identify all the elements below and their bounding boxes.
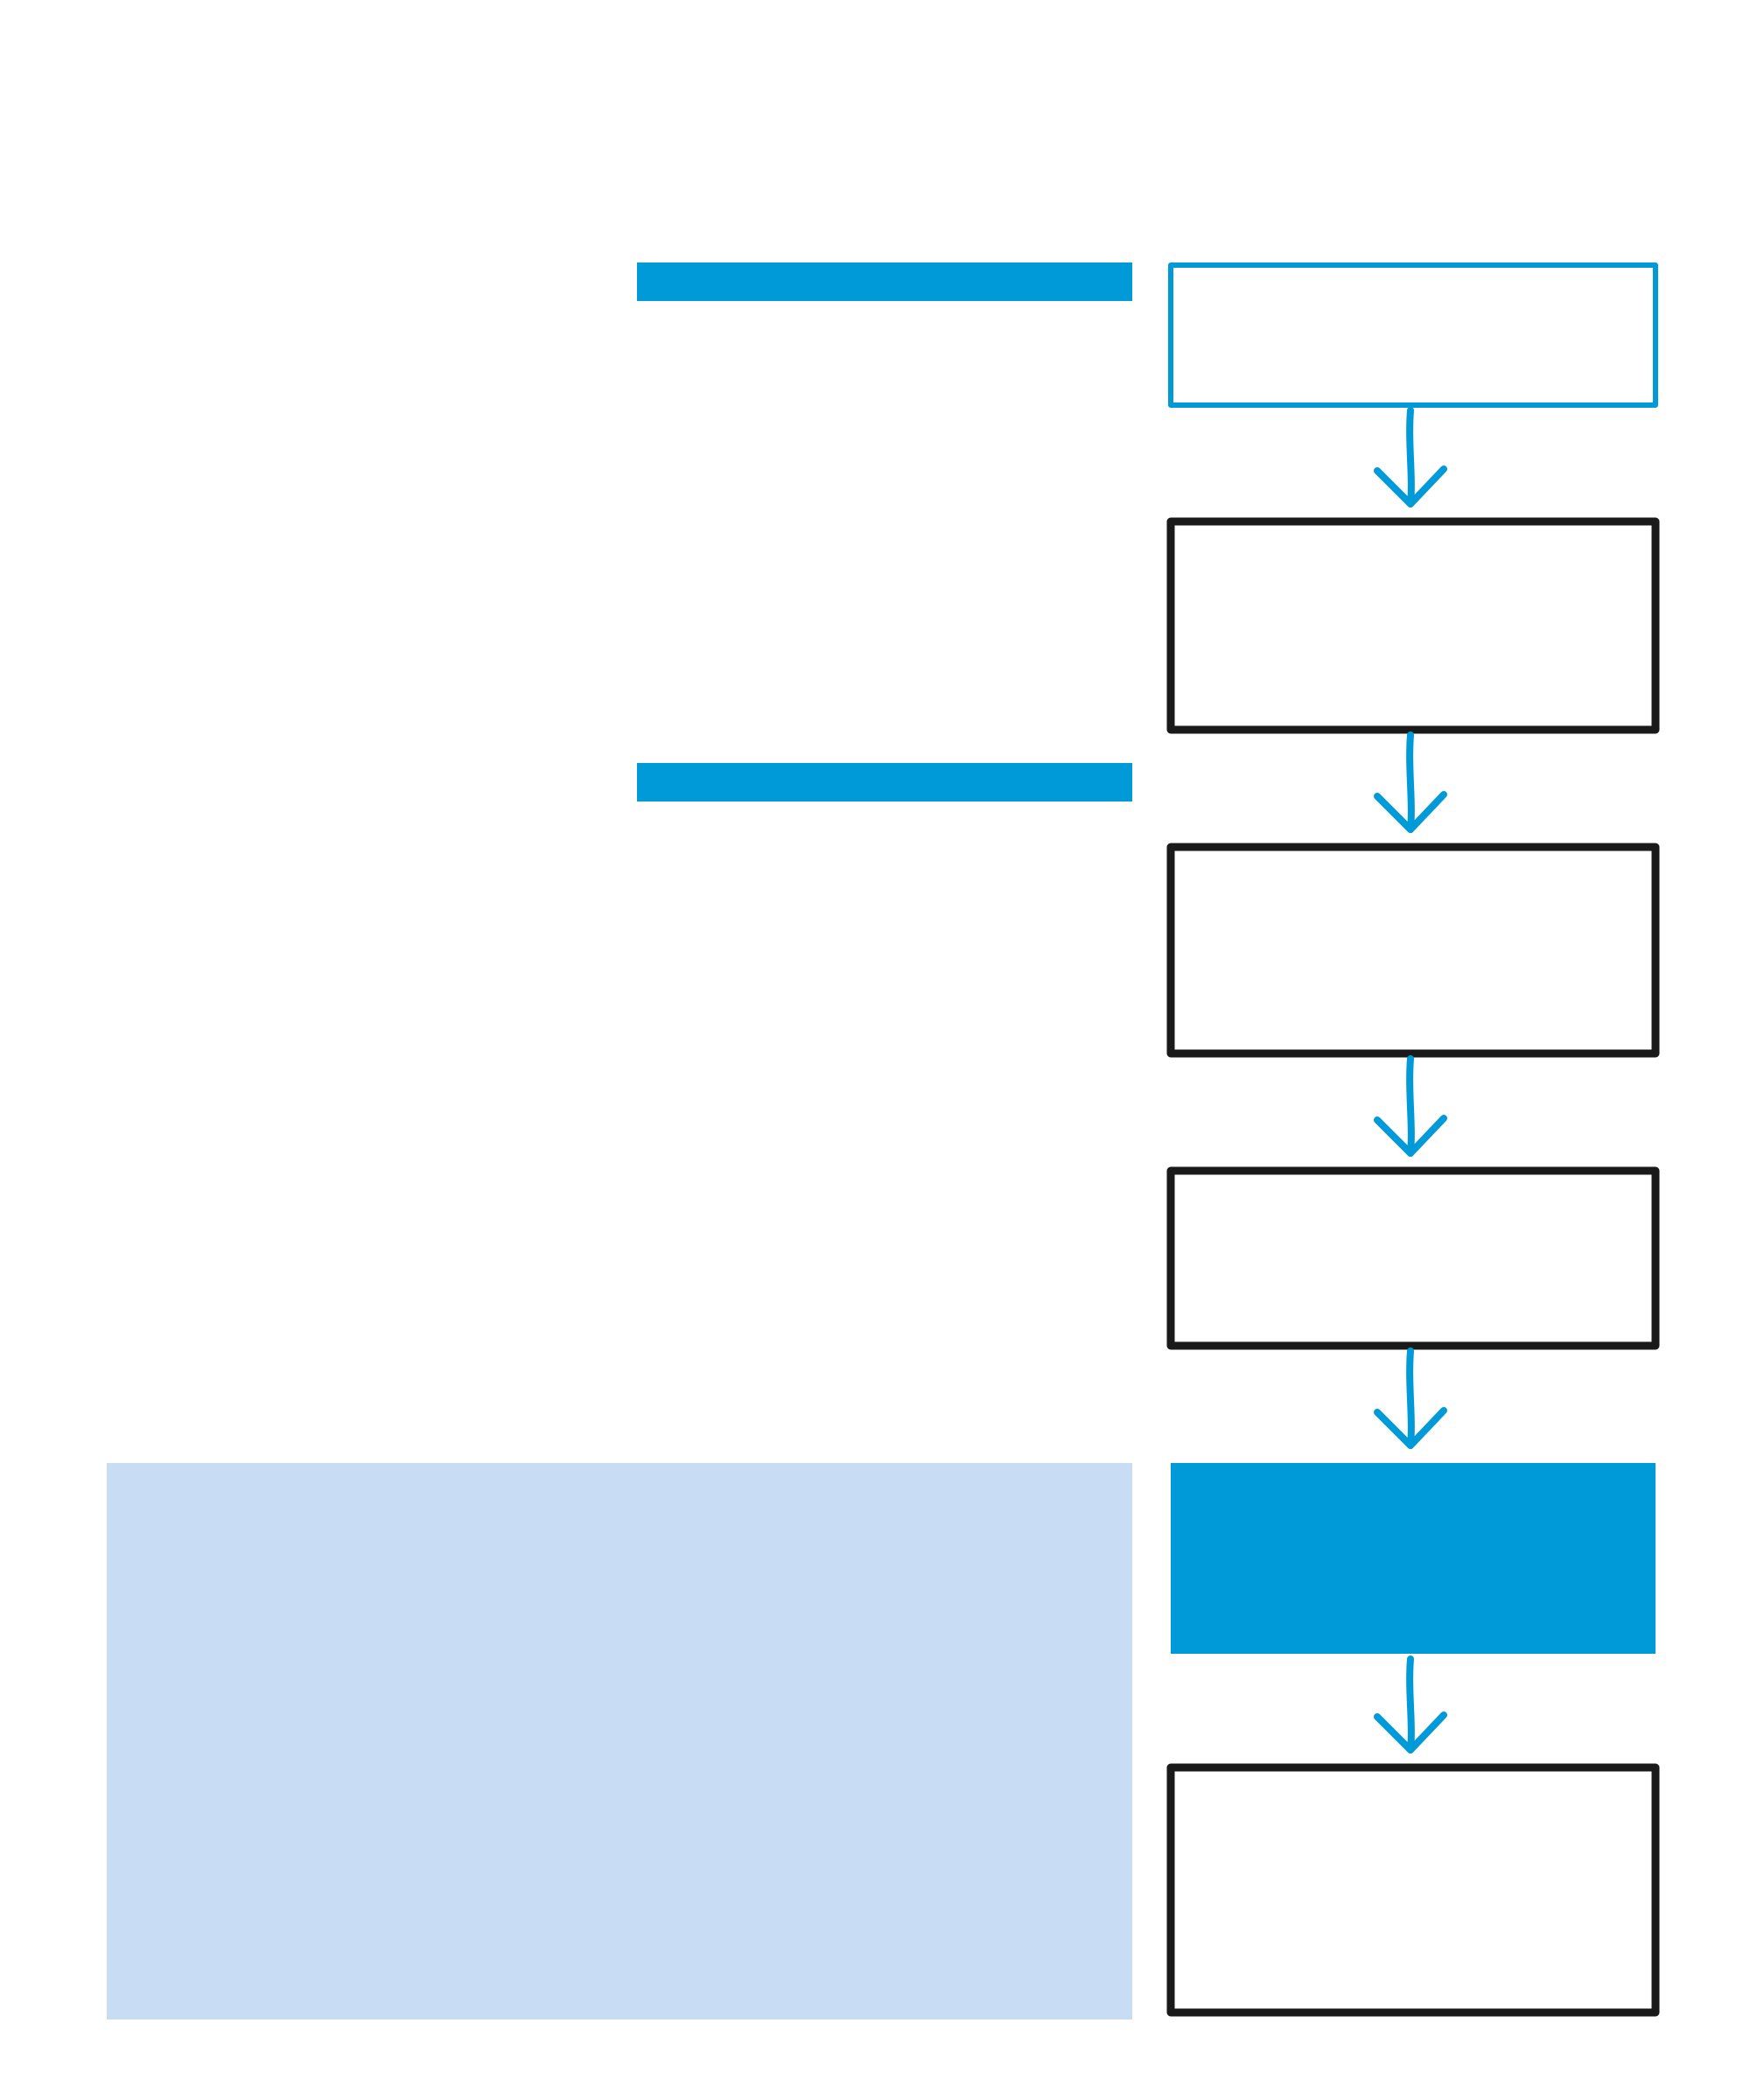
flow-box-1 [1168, 262, 1658, 408]
flow-box-4 [1166, 1166, 1660, 1350]
flow-box-6 [1166, 1763, 1660, 2017]
down-arrow-icon [1374, 407, 1447, 508]
flow-box-2 [1166, 517, 1660, 734]
down-arrow-icon [1374, 1656, 1447, 1754]
highlight-bar-top [637, 262, 1132, 301]
down-arrow-icon [1374, 1348, 1447, 1449]
flow-box-5 [1171, 1463, 1656, 1654]
annotation-panel [107, 1463, 1132, 2020]
down-arrow-icon [1374, 732, 1447, 833]
down-arrow-icon [1374, 1055, 1447, 1157]
flow-box-3 [1166, 843, 1660, 1058]
highlight-bar-middle [637, 763, 1132, 802]
